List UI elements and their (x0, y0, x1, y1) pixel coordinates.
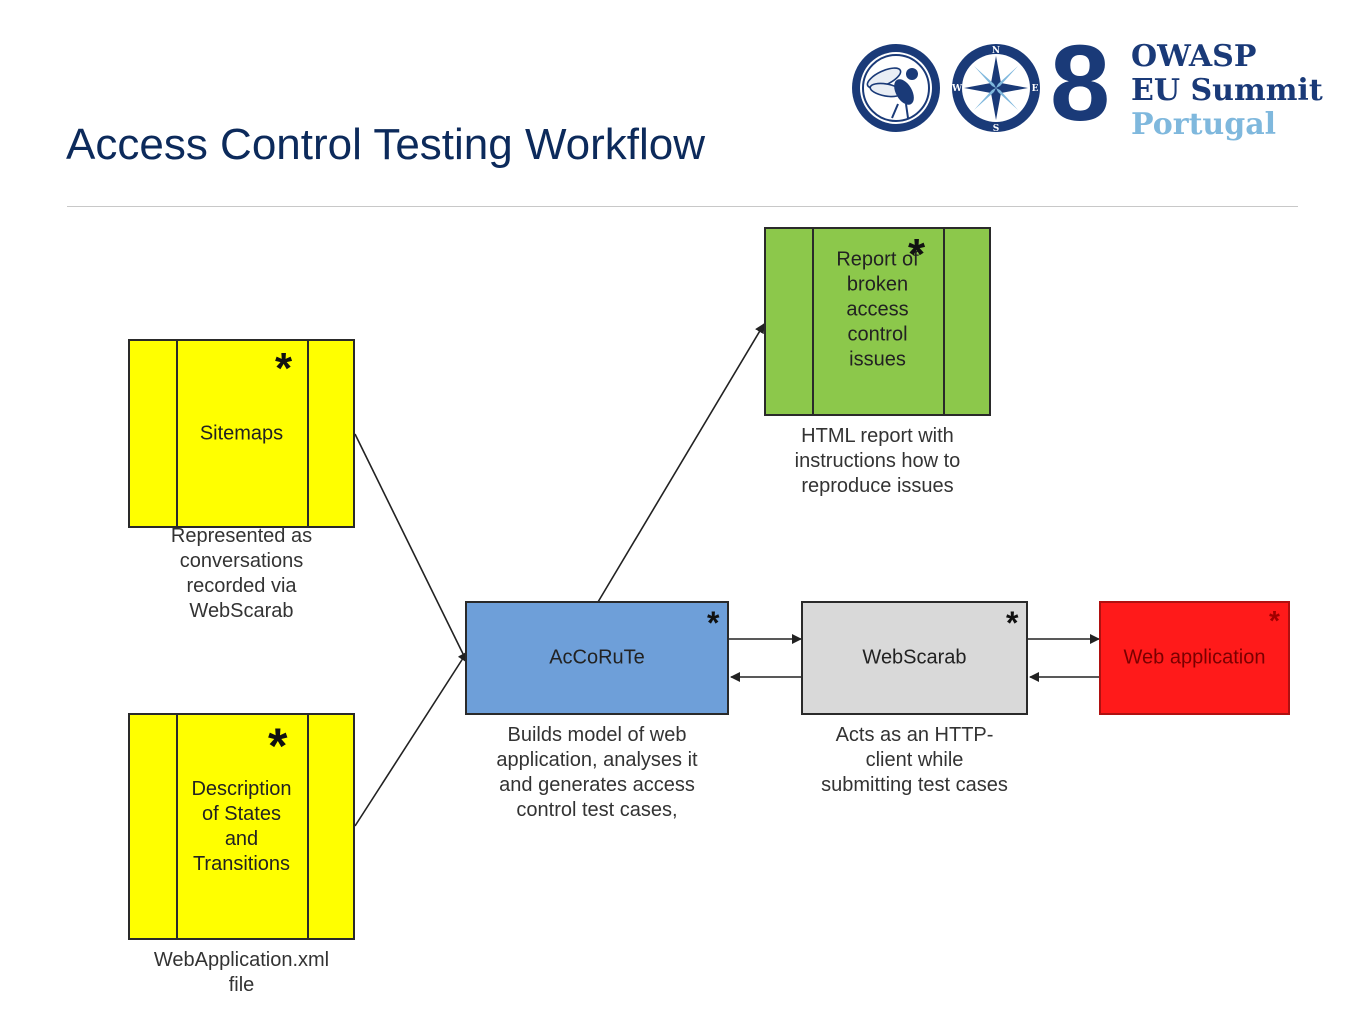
owasp-wasp-logo-icon (852, 44, 940, 132)
report-inner-band (812, 229, 945, 414)
report-star: * (908, 230, 926, 279)
page-title: Access Control Testing Workflow (66, 120, 706, 169)
webscarab-box: WebScarab * (801, 601, 1028, 715)
accorute-caption: Builds model of web application, analyse… (496, 724, 698, 821)
logo-line-eu-summit: EU Summit (1131, 73, 1323, 108)
webscarab-caption: Acts as an HTTP- client while submitting… (821, 724, 1008, 796)
sitemaps-label: Sitemaps (199, 422, 284, 444)
webapp-star: * (1269, 605, 1280, 636)
webapp-label: Web application (1123, 646, 1266, 669)
arrow-sitemaps-to-accorute (354, 433, 468, 663)
header-divider (67, 206, 1298, 207)
compass-n-label: N (992, 46, 1000, 56)
webscarab-star: * (1006, 605, 1019, 641)
logo-number: 8 (1050, 22, 1111, 143)
arrow-accorute-to-report (597, 323, 765, 603)
description-caption: WebApplication.xml file (153, 949, 330, 996)
compass-e-label: E (1032, 84, 1039, 94)
compass-s-label: S (993, 124, 1000, 134)
logo-line-owasp: OWASP (1131, 39, 1257, 74)
arrow-description-to-accorute (354, 651, 468, 827)
report-caption: HTML report with instructions how to rep… (794, 425, 961, 497)
accorute-label: AcCoRuTe (549, 646, 645, 669)
compass-rose-icon: N S W E (951, 44, 1040, 134)
accorute-star: * (707, 605, 720, 641)
logo-text: OWASP EU Summit Portugal (1131, 40, 1323, 142)
accorute-box: AcCoRuTe * (465, 601, 729, 715)
logo-line-portugal: Portugal (1131, 107, 1277, 142)
sitemaps-inner-band (176, 341, 309, 526)
compass-w-label: W (951, 84, 963, 94)
webapp-box: Web application * (1099, 601, 1290, 715)
sitemaps-star: * (275, 344, 293, 393)
sitemaps-caption: Represented as conversations recorded vi… (170, 525, 313, 622)
sitemaps-box: Sitemaps * (128, 339, 355, 528)
report-label: Report of broken access control issues (836, 248, 919, 371)
description-label: Description of States and Transitions (191, 777, 292, 875)
description-star: * (268, 718, 288, 774)
webscarab-label: WebScarab (862, 646, 967, 669)
report-box: Report of broken access control issues * (764, 227, 991, 416)
description-box: Description of States and Transitions * (128, 713, 355, 940)
description-inner-band (176, 715, 309, 938)
